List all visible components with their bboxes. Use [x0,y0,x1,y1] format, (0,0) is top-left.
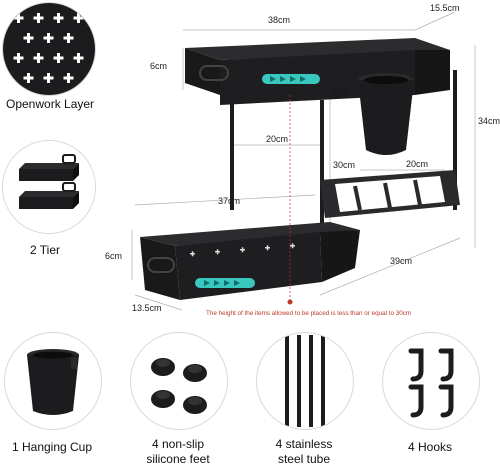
dim-bottom-length: 37cm [218,196,241,206]
silicone-feet-image [130,332,228,430]
openwork-label: Openwork Layer [6,97,95,111]
steel-tube-icon [285,335,325,427]
dim-overall-length: 39cm [390,256,413,266]
dim-top-height: 6cm [150,61,168,71]
two-tier-image [2,140,96,234]
hooks-image [382,332,480,430]
dim-overall-height: 34cm [478,116,500,126]
hanging-cup-icon [27,349,79,415]
hanging-cup-image [4,332,102,430]
openwork-layer-image [2,2,96,96]
accessory-label-hooks: 4 Hooks [407,440,453,454]
two-tier-icon [3,141,95,233]
two-tier-label: 2 Tier [30,243,61,257]
hooks-icon [408,348,454,418]
height-limit-note: The height of the items allowed to be pl… [206,310,412,317]
accessory-label-feet: 4 non-slip silicone feet [146,437,210,466]
openwork-pattern-icon [3,3,95,95]
dim-top-width: 15.5cm [430,3,460,13]
steel-tube-image [256,332,354,430]
silicone-feet-icon [151,358,207,414]
dim-bottom-height: 6cm [105,251,123,261]
dim-inner-width-top: 20cm [266,134,289,144]
accessory-label-tube: 4 stainless steel tube [275,437,333,466]
dim-inner-width-right: 20cm [406,159,429,169]
dim-bottom-width: 13.5cm [132,303,162,313]
height-limit-marker [287,95,293,305]
dim-top-length: 38cm [268,15,291,25]
bottom-basket [140,222,360,300]
bottom-frame [320,170,460,218]
product-illustration [131,11,476,311]
dim-clearance-height: 30cm [333,160,356,170]
hanging-cup [330,73,414,155]
accessory-label-cup: 1 Hanging Cup [11,440,93,454]
